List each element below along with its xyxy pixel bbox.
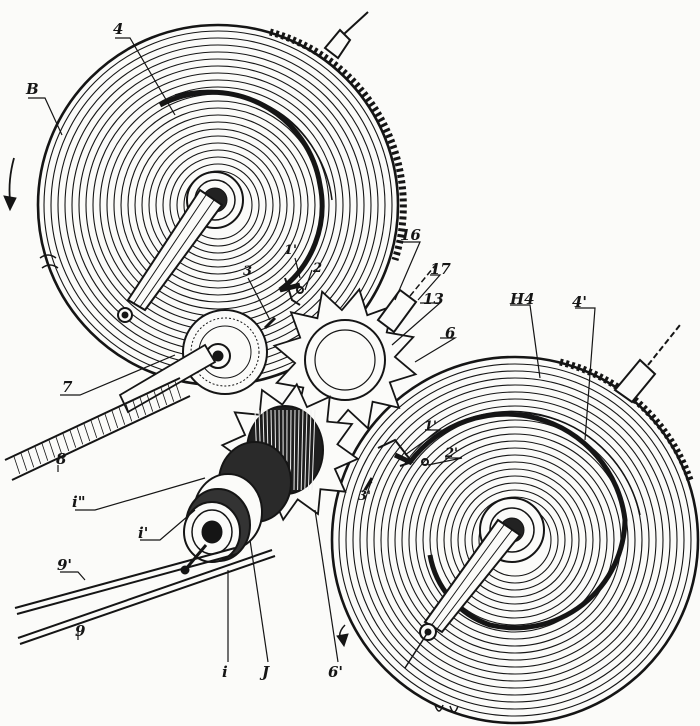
- label-17: 17: [430, 260, 451, 278]
- rail-8: [4, 377, 191, 481]
- label-i-prime: i': [138, 524, 149, 542]
- rail-9p: [14, 547, 238, 615]
- label-i-double-prime: i": [72, 493, 86, 511]
- label-i: i: [222, 663, 228, 681]
- label-h4: H4: [510, 290, 535, 308]
- spiral-groove-4: [158, 89, 325, 293]
- label-j: J: [262, 663, 270, 681]
- label-16: 16: [400, 226, 421, 244]
- label-7: 7: [62, 378, 73, 396]
- label-4p: 4': [572, 293, 588, 311]
- label-9p: 9': [57, 556, 73, 574]
- lower-drum-h4: [330, 324, 700, 725]
- label-4: 4: [113, 20, 124, 38]
- label-3-top: 3: [243, 264, 253, 279]
- upper-drum-b: [36, 11, 407, 387]
- roll-stack: [180, 405, 324, 575]
- label-8: 8: [56, 450, 67, 468]
- label-3p-right: 3': [358, 489, 372, 504]
- leader-lines: [28, 37, 596, 663]
- label-6: 6: [445, 324, 456, 342]
- label-9: 9: [75, 622, 86, 640]
- label-2-top: 2: [313, 261, 323, 276]
- spiral-groove-4p: [393, 411, 628, 631]
- label-b: B: [26, 80, 39, 98]
- label-1p-top: 1': [284, 243, 298, 258]
- arrow-down-icon: [3, 157, 349, 648]
- rails: [4, 377, 276, 645]
- label-6p: 6': [328, 663, 344, 681]
- rail-9: [17, 549, 276, 645]
- star-wheel-13: [272, 261, 439, 433]
- label-13: 13: [423, 290, 444, 308]
- label-2p-right: 2': [445, 446, 459, 461]
- label-1p-right: 1': [424, 419, 438, 434]
